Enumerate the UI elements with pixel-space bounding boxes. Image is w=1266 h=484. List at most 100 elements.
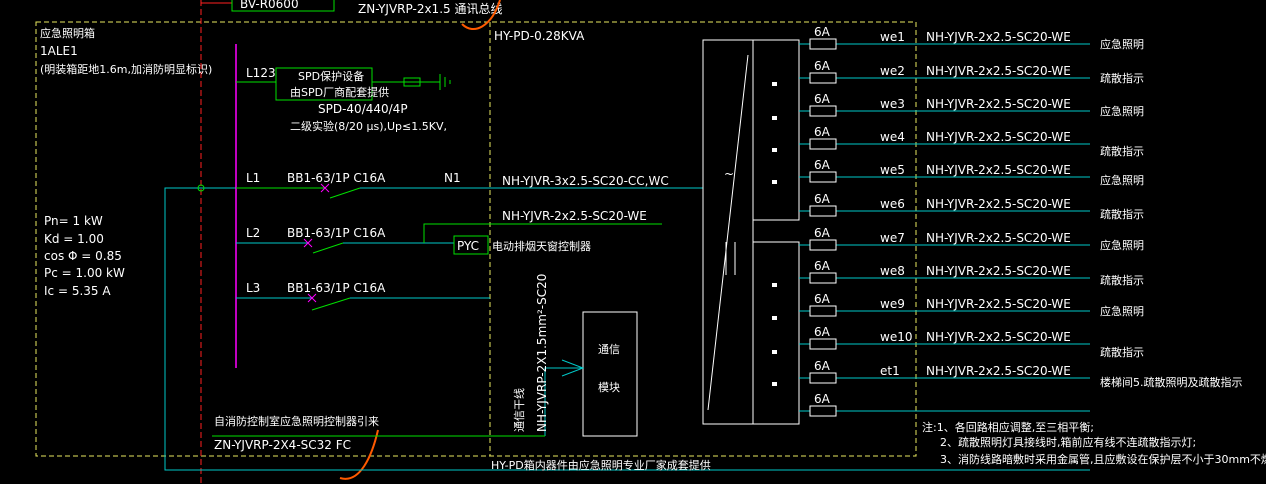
- circuit-load: 应急照明: [1100, 37, 1144, 51]
- orange-mark-bottom: [339, 429, 379, 480]
- top-terminal-box: [231, 0, 335, 12]
- outer-box-boundary: [35, 21, 917, 457]
- hy-pd-bottom-note: HY-PD箱内器件由应急照明专业厂家成套提供: [491, 458, 711, 472]
- circuit-cable: NH-YJVR-2x2.5-SC20-WE: [926, 163, 1071, 177]
- fuse-label: 6A: [814, 292, 831, 306]
- feeder-junction: [197, 184, 205, 192]
- l2-breaker-x: [303, 238, 313, 248]
- l1-breaker-x: [320, 183, 330, 193]
- fuse-box: [809, 405, 837, 417]
- fuse-label: 6A: [814, 59, 831, 73]
- note-line-3: 3、消防线路暗敷时采用金属管,且应敷设在保护层不小于30mm不燃烧结构内。: [940, 452, 1266, 466]
- spd-description: 二级实验(8/20 μs),Up≤1.5KV,: [290, 119, 447, 133]
- circuit-load: 应急照明: [1100, 304, 1144, 318]
- loop-box-glyphs: [772, 82, 777, 386]
- fuse-box: [809, 305, 837, 317]
- circuit-id: we5: [880, 163, 905, 177]
- circuit-cable: NH-YJVR-2x2.5-SC20-WE: [926, 231, 1071, 245]
- l3-breaker-label: BB1-63/1P C16A: [287, 281, 386, 295]
- circuit-id: we4: [880, 130, 905, 144]
- output-circuit: 6A we4 NH-YJVR-2x2.5-SC20-WE 疏散指示: [799, 125, 1144, 158]
- circuit-cable: NH-YJVR-2x2.5-SC20-WE: [926, 197, 1071, 211]
- note-line-2: 2、疏散照明灯具接线时,箱前应有线不连疏散指示灯;: [940, 435, 1196, 449]
- output-circuit-spare: 6A: [799, 392, 1090, 417]
- l2-breaker-switch: [312, 242, 344, 254]
- output-circuit: 6A we7 NH-YJVR-2x2.5-SC20-WE 应急照明: [799, 226, 1144, 252]
- comm-trunk-wire: [544, 367, 583, 436]
- comm-vertical-cable: NH-YJVRP-2X1.5mm²-SC20: [535, 274, 549, 432]
- circuit-cable: NH-YJVR-2x2.5-SC20-WE: [926, 364, 1071, 378]
- fuse-box: [809, 105, 837, 117]
- param-cos: cos Φ = 0.85: [44, 249, 122, 263]
- fuse-box: [809, 38, 837, 50]
- circuit-cable: NH-YJVR-2x2.5-SC20-WE: [926, 97, 1071, 111]
- circuit-load: 应急照明: [1100, 104, 1144, 118]
- note-line-1: 注:1、各回路相应调整,至三相平衡;: [922, 420, 1094, 434]
- circuit-id: we7: [880, 231, 905, 245]
- panel-install-note: (明装箱距地1.6m,加消防明显标识): [40, 62, 212, 76]
- l1-breaker-switch: [329, 187, 361, 199]
- circuit-load: 疏散指示: [1100, 71, 1144, 85]
- hy-pd-main-box: [702, 39, 754, 425]
- fuse-box: [809, 205, 837, 217]
- pyc-device-label: PYC: [457, 239, 479, 253]
- circuit-cable: NH-YJVR-2x2.5-SC20-WE: [926, 264, 1071, 278]
- circuit-id: we9: [880, 297, 905, 311]
- l3-breaker-switch: [311, 297, 351, 311]
- l3-label: L3: [246, 281, 260, 295]
- circuit-load: 疏散指示: [1100, 144, 1144, 158]
- param-kd: Kd = 1.00: [44, 232, 104, 246]
- l2-breaker-label: BB1-63/1P C16A: [287, 226, 386, 240]
- comm-arrow: [561, 359, 585, 377]
- comm-module-box: [582, 311, 638, 437]
- circuit-load: 楼梯间5.疏散照明及疏散指示: [1100, 375, 1243, 389]
- circuit-cable: NH-YJVR-2x2.5-SC20-WE: [926, 297, 1071, 311]
- l1-neutral-label: N1: [444, 171, 461, 185]
- fuse-label: 6A: [814, 226, 831, 240]
- l1-label: L1: [246, 171, 260, 185]
- top-terminal-label: BV-R0600: [240, 0, 299, 11]
- circuit-load: 疏散指示: [1100, 273, 1144, 287]
- fuse-box: [809, 138, 837, 150]
- fuse-label: 6A: [814, 125, 831, 139]
- circuit-cable: NH-YJVR-2x2.5-SC20-WE: [926, 64, 1071, 78]
- output-circuit: 6A we2 NH-YJVR-2x2.5-SC20-WE 疏散指示: [799, 59, 1144, 85]
- output-circuit: 6A we8 NH-YJVR-2x2.5-SC20-WE 疏散指示: [799, 259, 1144, 287]
- circuit-cable: NH-YJVR-2x2.5-SC20-WE: [926, 330, 1071, 344]
- hy-pd-diagonal: [707, 54, 749, 411]
- spd-arrester-icon: [403, 77, 421, 87]
- hy-pd-title: HY-PD-0.28KVA: [494, 29, 585, 43]
- hy-pd-ac-symbol: ~: [724, 167, 734, 181]
- circuit-id: we3: [880, 97, 905, 111]
- spd-box-line1: SPD保护设备: [298, 69, 364, 83]
- fire-ctrl-label: 自消防控制室应急照明控制器引来: [214, 414, 379, 428]
- spd-box-line2: 由SPD厂商配套提供: [290, 85, 389, 99]
- fuse-box: [809, 72, 837, 84]
- fuse-label: 6A: [814, 92, 831, 106]
- circuit-id: we1: [880, 30, 905, 44]
- fuse-box: [809, 239, 837, 251]
- output-circuit: 6A we10 NH-YJVR-2x2.5-SC20-WE 疏散指示: [799, 325, 1144, 359]
- l1-breaker-label: BB1-63/1P C16A: [287, 171, 386, 185]
- fuse-label: 6A: [814, 359, 831, 373]
- output-circuit: 6A we1 NH-YJVR-2x2.5-SC20-WE 应急照明: [799, 25, 1144, 51]
- l1-cable-label: NH-YJVR-3x2.5-SC20-CC,WC: [502, 174, 669, 188]
- pyc-device-desc: 电动排烟天窗控制器: [492, 239, 591, 253]
- output-circuit: 6A we6 NH-YJVR-2x2.5-SC20-WE 疏散指示: [799, 192, 1144, 221]
- comm-trunk-label: 通信干线: [512, 388, 526, 432]
- output-circuit: 6A we5 NH-YJVR-2x2.5-SC20-WE 应急照明: [799, 158, 1144, 187]
- circuit-id: we8: [880, 264, 905, 278]
- fire-ctrl-cable: ZN-YJVRP-2X4-SC32 FC: [214, 438, 351, 452]
- ground-icon: [439, 74, 451, 90]
- circuit-cable: NH-YJVR-2x2.5-SC20-WE: [926, 30, 1071, 44]
- circuit-cable: NH-YJVR-2x2.5-SC20-WE: [926, 130, 1071, 144]
- pyc-device-box: [453, 235, 489, 255]
- l2-label: L2: [246, 226, 260, 240]
- circuit-load: 应急照明: [1100, 173, 1144, 187]
- panel-title: 应急照明箱: [40, 26, 95, 40]
- circuit-load: 应急照明: [1100, 238, 1144, 252]
- spd-box: [275, 67, 373, 101]
- param-ic: Ic = 5.35 A: [44, 284, 111, 298]
- circuit-id: we10: [880, 330, 912, 344]
- fuse-label: 6A: [814, 325, 831, 339]
